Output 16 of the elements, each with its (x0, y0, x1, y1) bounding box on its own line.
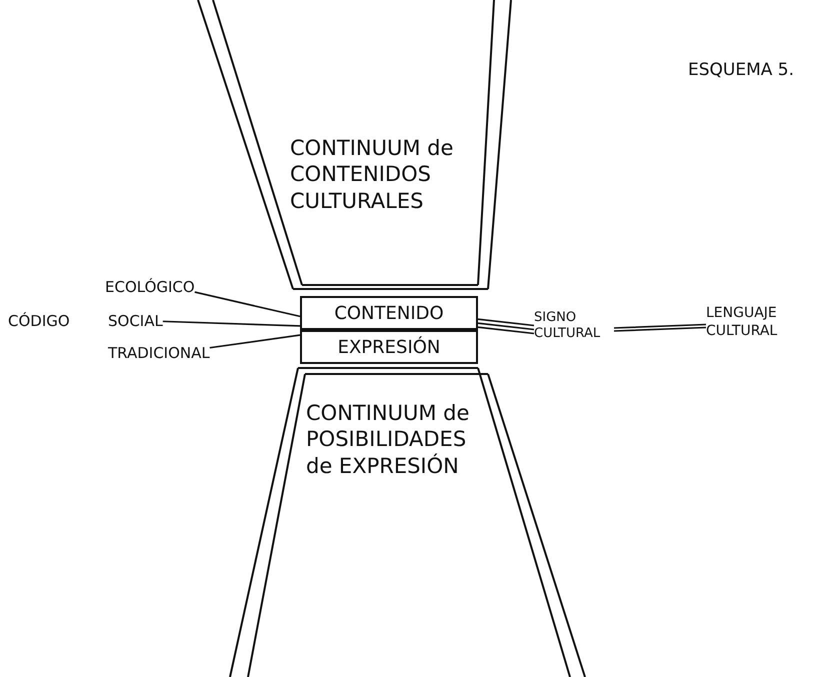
code-type-text: ECOLÓGICO (105, 278, 195, 297)
connector-line (477, 318, 535, 334)
connector-line (194, 291, 300, 318)
connector-line (210, 334, 300, 349)
region-label: CONTINUUM de CONTENIDOS CULTURALES (290, 135, 454, 214)
diagram-title: ESQUEMA 5. (688, 60, 794, 82)
language-text: LENGUAJE CULTURAL (706, 305, 801, 340)
connector-line (162, 320, 300, 327)
sign-text: SIGNO CULTURAL (534, 310, 614, 342)
code-type-text: TRADICIONAL (108, 344, 210, 363)
region-label: CONTINUUM de POSIBILIDADES de EXPRESIÓN (306, 400, 470, 479)
code-type-text: SOCIAL (108, 312, 163, 331)
content-box: CONTENIDO (300, 296, 478, 330)
connector-line (613, 324, 707, 332)
code-label: CÓDIGO (8, 312, 70, 331)
expression-box: EXPRESIÓN (300, 330, 478, 364)
